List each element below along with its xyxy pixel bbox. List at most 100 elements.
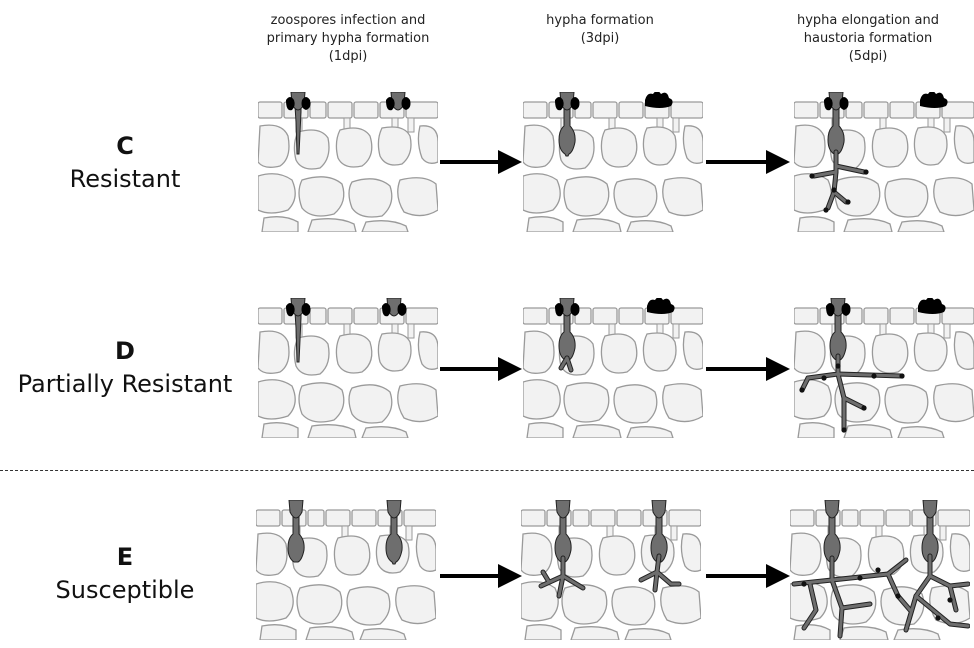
mesophyll-cell <box>613 384 658 424</box>
epidermal-cell <box>590 509 616 527</box>
column-title-3-line1: hypha elongation and <box>796 13 940 28</box>
hypha-branch <box>541 570 551 584</box>
mesophyll-cell <box>561 584 608 625</box>
hypha-branch <box>561 574 585 590</box>
arrow-right-icon <box>706 357 790 381</box>
mesophyll-cell <box>523 124 555 168</box>
zoospore <box>824 500 840 519</box>
section-divider <box>0 470 974 471</box>
mesophyll-cell <box>662 177 703 217</box>
mesophyll-cell <box>298 382 345 423</box>
hypha-branch <box>948 584 958 612</box>
epidermal-cell <box>937 509 970 527</box>
hypha-branch <box>840 602 872 610</box>
mesophyll-cell <box>346 586 391 626</box>
callose-deposit <box>920 92 948 108</box>
mesophyll-cell <box>794 379 832 420</box>
mesophyll-cell <box>417 125 438 164</box>
callose-deposit <box>645 92 673 108</box>
mesophyll-cell <box>871 127 909 168</box>
epidermal-cell <box>941 307 974 325</box>
mesophyll-cell <box>258 124 290 168</box>
epidermal-cell <box>939 525 947 541</box>
hypha-branch <box>836 372 904 378</box>
mesophyll-cell <box>256 532 288 576</box>
epidermal-cell <box>521 509 546 527</box>
epidermal-cell <box>309 307 327 325</box>
mesophyll-cell <box>521 581 559 622</box>
mesophyll-cell <box>843 424 893 438</box>
mesophyll-cell <box>563 176 610 217</box>
mesophyll-cell <box>897 426 945 438</box>
hypha-branch <box>832 190 848 204</box>
epidermal-cell <box>325 509 351 527</box>
epidermal-cell <box>889 307 915 325</box>
mesophyll-cell <box>417 331 438 370</box>
mesophyll-cell <box>521 532 553 576</box>
mesophyll-cell <box>790 532 822 576</box>
column-title-2-line2: hypha formation <box>546 13 654 28</box>
arrow-right-icon <box>706 150 790 174</box>
haustorium <box>823 207 829 213</box>
mesophyll-cell <box>662 383 703 423</box>
haustorium <box>857 575 863 581</box>
column-title-3-line2: haustoria formation <box>803 31 933 46</box>
mesophyll-cell <box>397 383 438 423</box>
epidermal-cell <box>327 307 353 325</box>
column-title-3-line3: (5dpi) <box>848 49 888 64</box>
epidermal-cell <box>256 509 281 527</box>
mesophyll-cell <box>953 331 974 370</box>
epidermal-cell <box>668 509 701 527</box>
epidermal-cell <box>794 307 819 325</box>
arrow-right-icon <box>706 564 790 588</box>
epidermal-cell <box>351 509 377 527</box>
mesophyll-cell <box>933 177 974 217</box>
mesophyll-cell <box>563 382 610 423</box>
mesophyll-cell <box>259 624 297 640</box>
zoospore <box>651 500 667 519</box>
mesophyll-cell <box>913 126 948 166</box>
mesophyll-cell <box>598 535 636 576</box>
mesophyll-cell <box>642 332 677 372</box>
callose-deposit <box>824 97 849 111</box>
mesophyll-cell <box>526 422 564 438</box>
arrow-right-icon <box>440 357 522 381</box>
epidermal-cell <box>885 509 911 527</box>
mesophyll-cell <box>377 332 412 372</box>
zoospore <box>386 500 402 519</box>
mesophyll-cell <box>524 624 562 640</box>
epidermal-cell <box>670 307 703 325</box>
mesophyll-cell <box>570 626 620 640</box>
epidermal-cell <box>859 509 885 527</box>
hypha-branch <box>655 570 681 586</box>
mesophyll-cell <box>293 129 330 170</box>
mesophyll-cell <box>953 125 974 164</box>
panel-resistant-1dpi <box>258 92 438 232</box>
haustorium <box>861 405 867 411</box>
arrow-right-icon <box>440 150 522 174</box>
epidermal-cell <box>258 101 283 119</box>
mesophyll-cell <box>793 624 831 640</box>
mesophyll-cell <box>261 422 299 438</box>
mesophyll-cell <box>348 178 393 218</box>
column-title-3: hypha elongation and haustoria formation… <box>768 12 968 66</box>
epidermal-cell <box>592 101 618 119</box>
column-title-1-line1: zoospores infection and <box>270 13 426 28</box>
mesophyll-cell <box>258 173 296 214</box>
column-title-1-line2: primary hypha formation <box>266 31 430 46</box>
panel-resistant-5dpi <box>794 92 974 232</box>
mesophyll-cell <box>572 424 622 438</box>
zoospore <box>288 500 304 519</box>
hypha-branch <box>802 582 818 630</box>
hypha <box>385 513 403 565</box>
mesophyll-cell <box>415 533 436 572</box>
haustorium <box>899 373 905 379</box>
hypha-branch <box>565 356 573 372</box>
mesophyll-cell <box>884 178 929 218</box>
panel-susceptible-3dpi <box>521 500 701 640</box>
epidermal-cell <box>592 307 618 325</box>
mesophyll-cell <box>258 379 296 420</box>
panel-partially-resistant-3dpi <box>523 298 703 438</box>
mesophyll-cell <box>333 535 371 576</box>
mesophyll-cell <box>361 426 409 438</box>
